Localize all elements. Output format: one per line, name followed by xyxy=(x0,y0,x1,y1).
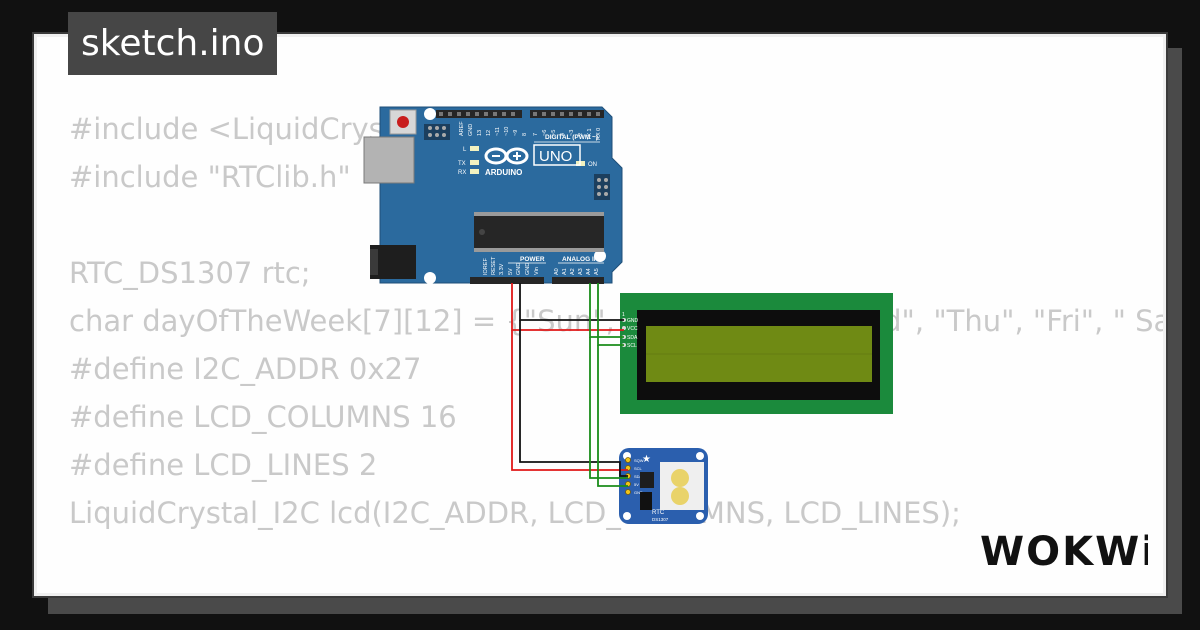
svg-text:SDA: SDA xyxy=(634,474,643,479)
led-tx xyxy=(470,160,479,165)
digital-label: DIGITAL (PWM ~) xyxy=(545,134,598,141)
svg-text:5V: 5V xyxy=(508,268,514,275)
lcd-pin-scl: SCL xyxy=(627,343,637,349)
svg-text:A0: A0 xyxy=(554,268,560,275)
ds1307-chip xyxy=(640,472,654,488)
pin-label-aref: AREF xyxy=(459,121,465,136)
svg-text:IOREF: IOREF xyxy=(483,258,489,275)
digital-header-right xyxy=(530,110,604,118)
brand-label: ARDUINO xyxy=(485,168,522,177)
pin-label-11: ~11 xyxy=(495,127,501,136)
analog-label: ANALOG IN xyxy=(562,256,599,263)
coin-cell-holder xyxy=(660,462,704,510)
code-listing: #include <LiquidCrystal_I2C.h> #include "… xyxy=(69,105,1163,593)
pin-label-3: ~3 xyxy=(569,130,575,136)
code-line: void setup() { xyxy=(69,585,1163,593)
lcd-pin-sda: SDA xyxy=(627,335,638,341)
pin-label-13: 13 xyxy=(477,130,483,136)
lcd-pin-index: 1 xyxy=(622,312,625,318)
wire-gnd-rtc[interactable] xyxy=(519,320,628,477)
code-line: #define LCD_COLUMNS 16 xyxy=(69,400,457,434)
filename-tab[interactable]: sketch.ino xyxy=(68,12,278,75)
mounting-hole xyxy=(594,250,606,262)
analog-pin-labels: A0 A1 A2 A3 A4 A5 xyxy=(554,268,600,275)
svg-text:A3: A3 xyxy=(578,268,584,275)
arduino-infinity-icon xyxy=(484,147,529,165)
pin-label-5: ~5 xyxy=(551,130,557,136)
lcd1602-display[interactable]: 1 GND VCC SDA SCL xyxy=(620,293,893,414)
svg-text:A4: A4 xyxy=(586,268,592,275)
svg-text:SQW: SQW xyxy=(634,458,644,463)
svg-text:Vin: Vin xyxy=(534,267,540,275)
led-label-l: L xyxy=(463,147,467,153)
wire-sda-rtc[interactable] xyxy=(589,337,628,479)
led-label-rx: RX xyxy=(458,170,466,176)
code-line: #include "RTClib.h" xyxy=(69,160,351,194)
pin-label-4: 4 xyxy=(560,133,566,136)
code-line: RTC_DS1307 rtc; xyxy=(69,256,311,290)
lcd-pin-vcc: VCC xyxy=(627,326,638,332)
svg-text:A1: A1 xyxy=(562,268,568,275)
pin-label-10: ~10 xyxy=(504,127,510,136)
led-rx xyxy=(470,169,479,174)
svg-text:SCL: SCL xyxy=(634,466,643,471)
pin-label-gnd: GND xyxy=(468,124,474,136)
code-line: #define I2C_ADDR 0x27 xyxy=(69,352,422,386)
lcd-pin-gnd: GND xyxy=(627,318,639,324)
wokwi-logo-text: WOKWi xyxy=(980,529,1148,575)
wires xyxy=(511,283,628,487)
led-l xyxy=(470,146,479,151)
rtc-label: RTC xyxy=(652,510,665,516)
rtc-pin-labels: SQW SCL SDA 5V GND xyxy=(634,458,644,495)
icsp2-header xyxy=(594,174,610,200)
svg-text:GND: GND xyxy=(634,490,643,495)
svg-text:GND: GND xyxy=(525,263,531,275)
power-pin-labels: IOREF RESET 3.3V 5V GND GND Vin xyxy=(483,256,540,275)
power-label: POWER xyxy=(520,256,545,263)
led-label-on: ON xyxy=(588,162,597,168)
pin-label-2: 2 xyxy=(578,133,584,136)
mounting-hole xyxy=(424,108,436,120)
pin-label-rx0: RX 0 xyxy=(596,128,602,140)
icsp-header xyxy=(424,124,450,140)
pin-label-7: 7 xyxy=(533,133,539,136)
arduino-uno-board[interactable]: AREF GND 13 12 ~11 ~10 ~9 8 7 ~6 ~5 4 ~3… xyxy=(363,106,623,284)
mounting-hole xyxy=(424,272,436,284)
reset-button-cap xyxy=(397,116,409,128)
atmega-chip xyxy=(474,212,604,252)
svg-text:5V: 5V xyxy=(634,482,639,487)
svg-text:RESET: RESET xyxy=(491,256,497,275)
rtc-ds1307-module[interactable]: SQW SCL SDA 5V GND ★ RTC DS1307 xyxy=(619,448,708,524)
pin-label-9: ~9 xyxy=(513,130,519,136)
rtc-chip-label: DS1307 xyxy=(652,517,669,522)
pin-label-12: 12 xyxy=(486,130,492,136)
svg-text:3.3V: 3.3V xyxy=(499,263,505,275)
wokwi-logo: WOKWi xyxy=(980,529,1148,575)
model-label: UNO xyxy=(539,148,572,165)
svg-text:GND: GND xyxy=(516,263,522,275)
digital-pin-labels: AREF GND 13 12 ~11 ~10 ~9 8 7 ~6 ~5 4 ~3… xyxy=(459,121,602,140)
uno-badge xyxy=(533,144,581,166)
power-header xyxy=(470,277,544,284)
svg-text:A5: A5 xyxy=(594,268,600,275)
usb-connector xyxy=(363,136,415,184)
pin-label-8: 8 xyxy=(522,133,528,136)
code-line: #define LCD_LINES 2 xyxy=(69,448,378,482)
star-icon: ★ xyxy=(642,454,651,465)
svg-text:A2: A2 xyxy=(570,268,576,275)
crystal xyxy=(640,492,652,510)
code-line: LiquidCrystal_I2C lcd(I2C_ADDR, LCD_COLU… xyxy=(69,496,961,530)
analog-header xyxy=(552,277,604,284)
pin-label-tx1: TX 1 xyxy=(587,128,593,140)
pin-label-6: ~6 xyxy=(542,130,548,136)
code-line: #include <LiquidCrystal_I2C.h> xyxy=(69,112,535,146)
lcd-pin-labels: 1 GND VCC SDA SCL xyxy=(622,312,639,349)
wire-scl-rtc[interactable] xyxy=(597,345,628,487)
led-label-tx: TX xyxy=(458,161,466,167)
